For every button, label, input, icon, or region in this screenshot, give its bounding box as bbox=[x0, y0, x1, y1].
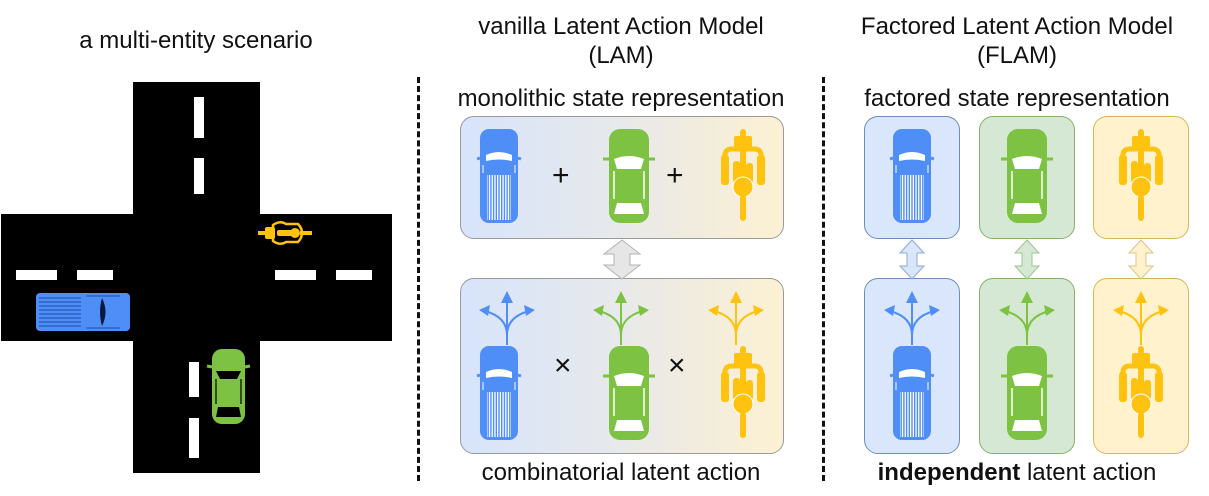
lane-marking bbox=[194, 97, 204, 138]
lane-marking bbox=[16, 270, 57, 280]
intersection-map bbox=[1, 82, 392, 473]
flam-state-label: factored state representation bbox=[864, 85, 1170, 112]
car-icon bbox=[1001, 129, 1053, 223]
flam-title-line2: (FLAM) bbox=[977, 42, 1057, 69]
action-arrows-icon bbox=[479, 291, 535, 345]
plus-operator: + bbox=[552, 159, 570, 192]
action-arrows-icon bbox=[1113, 291, 1169, 345]
action-arrows-icon bbox=[884, 291, 940, 345]
separator-2 bbox=[822, 77, 825, 481]
lam-action-label: combinatorial latent action bbox=[481, 459, 761, 486]
separator-1 bbox=[417, 77, 420, 481]
lam-state-label: monolithic state representation bbox=[457, 85, 785, 112]
lane-marking bbox=[189, 362, 199, 397]
plus-operator: + bbox=[666, 159, 684, 192]
truck-icon bbox=[476, 129, 522, 223]
flam-title-line1: Factored Latent Action Model bbox=[860, 13, 1174, 40]
lam-title-line1: vanilla Latent Action Model bbox=[478, 13, 764, 40]
car-icon bbox=[206, 349, 251, 424]
truck-icon bbox=[36, 293, 130, 331]
motorcycle-icon bbox=[721, 346, 765, 438]
bidirectional-arrow-truck bbox=[898, 239, 926, 280]
lam-title: vanilla Latent Action Model (LAM) bbox=[420, 12, 822, 70]
flam-action-label-rest: latent action bbox=[1020, 459, 1157, 486]
lane-marking bbox=[189, 418, 199, 458]
scenario-title: a multi-entity scenario bbox=[79, 27, 313, 54]
truck-icon bbox=[889, 346, 935, 440]
car-icon bbox=[603, 129, 655, 223]
flam-action-label-bold: independent bbox=[877, 459, 1021, 486]
times-operator: × bbox=[668, 349, 686, 382]
flam-action-label: independent latent action bbox=[825, 459, 1209, 487]
lane-marking bbox=[194, 158, 204, 194]
action-arrows-icon bbox=[999, 291, 1055, 345]
motorcycle-icon bbox=[721, 129, 765, 221]
lane-marking bbox=[77, 270, 113, 280]
motorcycle-icon bbox=[1119, 129, 1163, 221]
times-operator: × bbox=[554, 349, 572, 382]
lane-marking bbox=[336, 270, 372, 280]
bidirectional-arrow-car bbox=[1013, 239, 1041, 280]
action-arrows-icon bbox=[593, 291, 649, 345]
truck-icon bbox=[889, 129, 935, 223]
motorcycle-icon bbox=[1119, 346, 1163, 438]
action-arrows-icon bbox=[708, 291, 764, 345]
car-icon bbox=[603, 346, 655, 440]
lam-title-line2: (LAM) bbox=[588, 42, 654, 69]
truck-icon bbox=[476, 346, 522, 440]
flam-title: Factored Latent Action Model (FLAM) bbox=[825, 12, 1209, 70]
motorcycle-icon bbox=[258, 221, 312, 245]
car-icon bbox=[1001, 346, 1053, 440]
lane-marking bbox=[275, 270, 316, 280]
bidirectional-arrow-motorcycle bbox=[1127, 239, 1155, 280]
